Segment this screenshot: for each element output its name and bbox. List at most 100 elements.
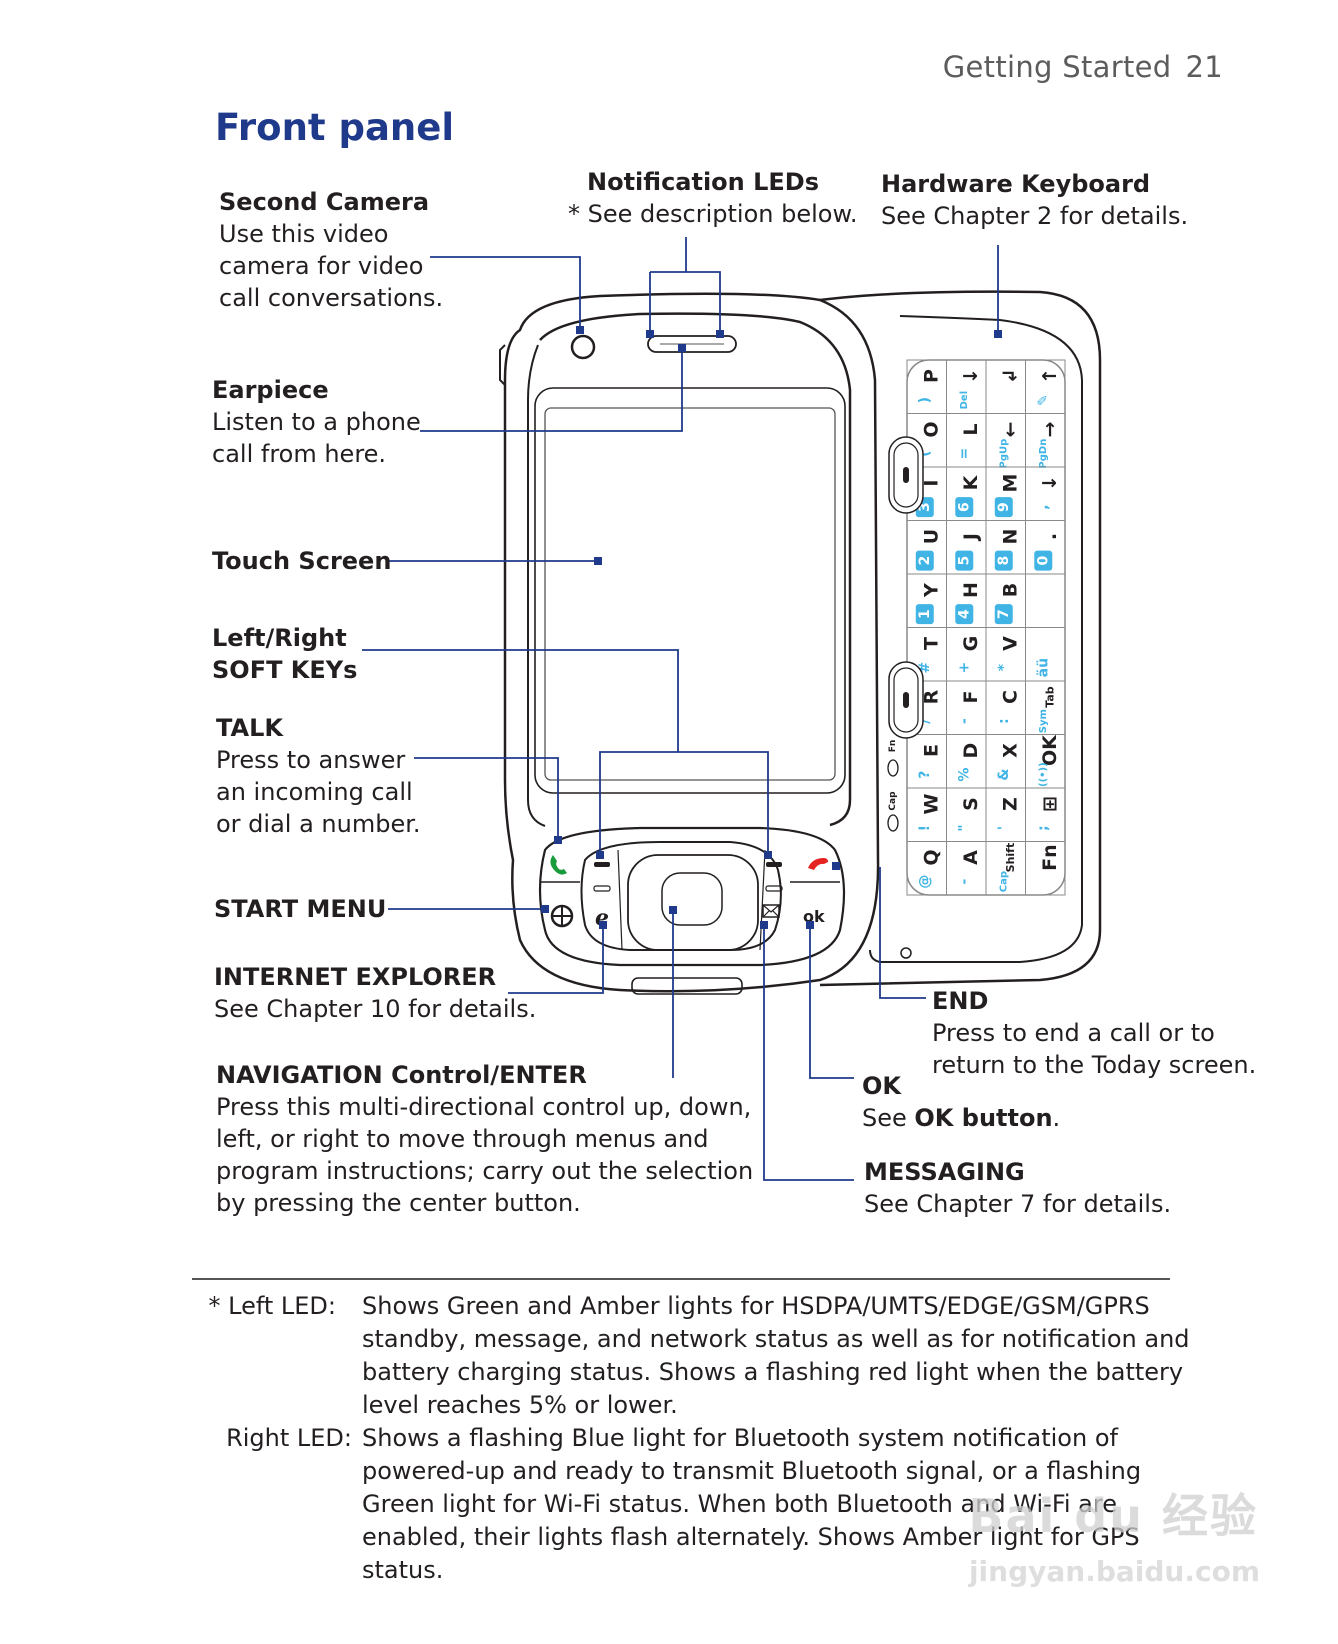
touch-screen — [534, 387, 846, 794]
keyboard-key[interactable] — [1025, 573, 1066, 628]
keyboard-key[interactable] — [1025, 787, 1066, 842]
keyboard-key[interactable] — [946, 841, 987, 896]
keyboard-key-label: Z — [999, 797, 1021, 811]
footnote-label-right-led: Right LED: — [226, 1424, 352, 1452]
keyboard-key-alt-label: * — [996, 663, 1012, 671]
keyboard-key[interactable] — [985, 359, 1026, 414]
keyboard-key-alt-label: 1 — [917, 609, 933, 619]
callout-second-camera: Second Camera Use this video camera for … — [219, 186, 443, 314]
keyboard-key-label: G — [960, 636, 982, 652]
keyboard-key-label: C — [999, 690, 1021, 704]
callout-title: SOFT KEYs — [212, 656, 358, 684]
callout-title: TALK — [216, 714, 283, 742]
keyboard-key-label: Q — [920, 849, 942, 865]
keyboard-key[interactable] — [985, 680, 1026, 735]
keyboard-key-label: OK — [1039, 734, 1061, 766]
keyboard-key[interactable] — [946, 787, 987, 842]
keyboard-key-label: Fn — [1039, 844, 1061, 871]
callout-line: call from here. — [212, 440, 387, 468]
start-menu-icon — [550, 904, 574, 928]
front-key-cluster — [538, 826, 846, 995]
keyboard-key-label: R — [920, 689, 942, 704]
callout-line: See Chapter 10 for details. — [214, 995, 537, 1023]
keyboard-key-label: J — [960, 533, 982, 542]
callout-line: See Chapter 7 for details. — [864, 1190, 1172, 1218]
keyboard-key[interactable] — [906, 734, 947, 789]
keyboard-key-label: D — [960, 743, 982, 759]
keyboard-indicator-label: Fn — [888, 740, 898, 753]
keyboard-key[interactable] — [946, 680, 987, 735]
keyboard-key-label: A — [960, 850, 982, 865]
keyboard-key-alt-label: Cap — [998, 871, 1009, 892]
callout-soft-keys: Left/Right SOFT KEYs — [212, 622, 357, 686]
end-phone-icon — [808, 858, 828, 870]
keyboard-key-label: ↲ — [999, 368, 1021, 384]
keyboard-number-badge — [955, 497, 974, 518]
leader-endpoints — [541, 326, 1002, 929]
keyboard-number-badge — [915, 550, 934, 571]
callout-internet-explorer: INTERNET EXPLORER See Chapter 10 for det… — [214, 961, 536, 1025]
right-soft-key-icon — [766, 862, 782, 867]
keyboard-key-alt-label: / — [917, 718, 933, 724]
keyboard-key-alt-label: ✎ — [1035, 394, 1051, 406]
keyboard-key-alt-label: ( — [917, 450, 933, 456]
callout-title: MESSAGING — [864, 1158, 1025, 1186]
keyboard-key[interactable] — [985, 787, 1026, 842]
keyboard-key-alt-label: PgUp — [998, 439, 1009, 469]
keyboard-key-alt-label: ' — [996, 826, 1012, 830]
keyboard-key-label: ⊞ — [1039, 796, 1061, 812]
keyboard-key[interactable] — [1025, 466, 1066, 521]
callout-notification-leds: Notification LEDs * See description belo… — [568, 166, 858, 230]
keyboard-key-label: ↓ — [960, 368, 982, 384]
keyboard-key-alt-label: 8 — [996, 556, 1012, 566]
keyboard-key-alt-label: Del — [959, 391, 970, 410]
keyboard-key[interactable] — [985, 627, 1026, 682]
section-title: Front panel — [215, 106, 455, 149]
keyboard-key-alt-label: 2 — [917, 556, 933, 566]
callout-line: Use this video — [219, 220, 389, 248]
keyboard-key-alt-label: & — [996, 769, 1012, 781]
keyboard-key-label: Tab — [1043, 686, 1056, 708]
keyboard-key-alt-label: , — [1035, 504, 1051, 509]
keyboard-key[interactable] — [1025, 841, 1066, 896]
callout-line: call conversations. — [219, 284, 444, 312]
keyboard-key-label: E — [920, 744, 942, 757]
keyboard-key-label: S — [960, 797, 982, 811]
keyboard-key-alt-label: 6 — [956, 502, 972, 512]
callout-line: camera for video — [219, 252, 424, 280]
running-head-section: Getting Started — [942, 50, 1172, 84]
second-camera-lens — [570, 334, 596, 360]
keyboard-key-label: M — [999, 474, 1021, 493]
page-number: 21 — [1185, 50, 1223, 84]
keyboard-key-label: O — [920, 421, 942, 437]
keyboard-key-label: ↓ — [1039, 475, 1061, 491]
keyboard-key-label: T — [920, 637, 942, 650]
keyboard-key-label: ↑ — [1039, 368, 1061, 384]
footnote-text-right-led: Shows a flashing Blue light for Bluetoot… — [362, 1424, 1142, 1584]
callout-line: Listen to a phone — [212, 408, 421, 436]
keyboard-key-label: V — [999, 636, 1021, 651]
keyboard-key-alt-label: @ — [917, 875, 933, 889]
callout-title: Touch Screen — [212, 547, 392, 575]
callout-title: NAVIGATION Control/ENTER — [216, 1061, 587, 1089]
keyboard-key-alt-label: 7 — [996, 609, 1012, 619]
keyboard-number-badge — [994, 604, 1013, 625]
callout-title: Earpiece — [212, 376, 329, 404]
callout-title: OK — [862, 1072, 901, 1100]
keyboard-number-badge — [994, 497, 1013, 518]
keyboard-key-label: L — [960, 423, 982, 435]
keyboard-key-alt-label: PgDn — [1038, 439, 1049, 469]
callout-title: Notification LEDs — [587, 168, 820, 196]
keyboard-key-alt-label: Sym — [1038, 709, 1049, 733]
callout-talk: TALK Press to answer an incoming call or… — [216, 712, 421, 840]
callout-title: START MENU — [214, 895, 387, 923]
callout-line: See OK button. — [862, 1104, 1061, 1132]
hardware-keyboard-body — [819, 290, 1102, 987]
ok-button-reference: OK button — [914, 1104, 1053, 1132]
keyboard-key-alt-label: ! — [917, 825, 933, 831]
keyboard-indicator-led — [887, 814, 899, 832]
callout-title: END — [932, 987, 989, 1015]
callout-start-menu: START MENU — [214, 893, 386, 925]
callout-title: Second Camera — [219, 188, 430, 216]
